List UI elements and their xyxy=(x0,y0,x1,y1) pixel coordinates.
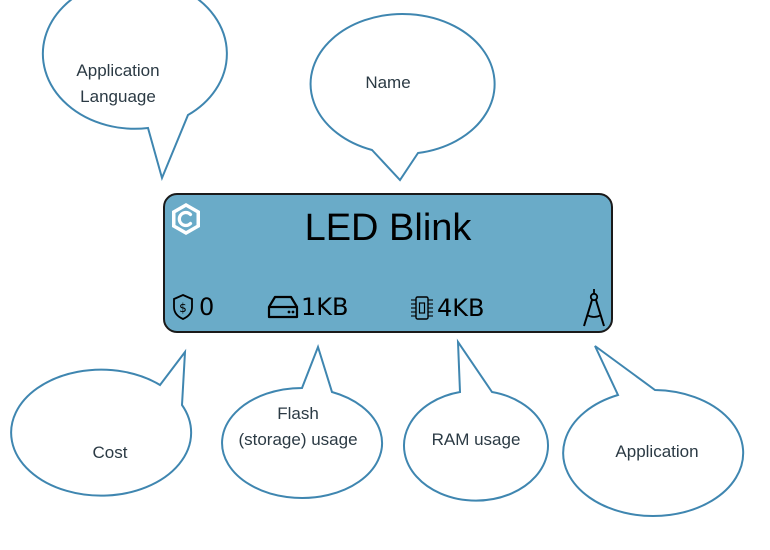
callout-name-text: Name xyxy=(365,73,410,92)
callout-cost: Cost xyxy=(10,348,193,497)
callout-name: Name xyxy=(309,13,496,182)
memory-chip-icon xyxy=(411,296,433,320)
ram-value: 4KB xyxy=(437,294,485,322)
cost-stat: $ 0 xyxy=(171,293,214,321)
drafting-compass-icon xyxy=(583,289,605,327)
ram-stat: 4KB xyxy=(407,293,484,323)
hard-drive-icon xyxy=(267,295,299,319)
callout-language-line1: Application xyxy=(76,61,159,80)
callout-flash: Flash (storage) usage xyxy=(221,343,384,499)
c-language-hexagon-icon xyxy=(172,203,200,235)
app-name: LED Blink xyxy=(304,207,472,249)
callout-application: Application xyxy=(562,345,745,517)
cost-value: 0 xyxy=(199,293,215,321)
callout-flash-line2: (storage) usage xyxy=(238,430,357,449)
app-card[interactable]: LED Blink $ 0 1KB 4KB xyxy=(163,193,613,333)
callout-ram-text: RAM usage xyxy=(432,430,521,449)
callout-application-language: Application Language xyxy=(41,0,228,182)
callout-cost-text: Cost xyxy=(93,443,128,462)
callout-language-line2: Language xyxy=(80,87,156,106)
callout-application-text: Application xyxy=(615,442,698,461)
callout-flash-line1: Flash xyxy=(277,404,319,423)
flash-stat: 1KB xyxy=(265,293,348,321)
dollar-shield-icon: $ xyxy=(173,294,193,320)
callout-ram: RAM usage xyxy=(403,338,549,502)
svg-text:$: $ xyxy=(179,301,187,315)
flash-value: 1KB xyxy=(301,293,349,321)
